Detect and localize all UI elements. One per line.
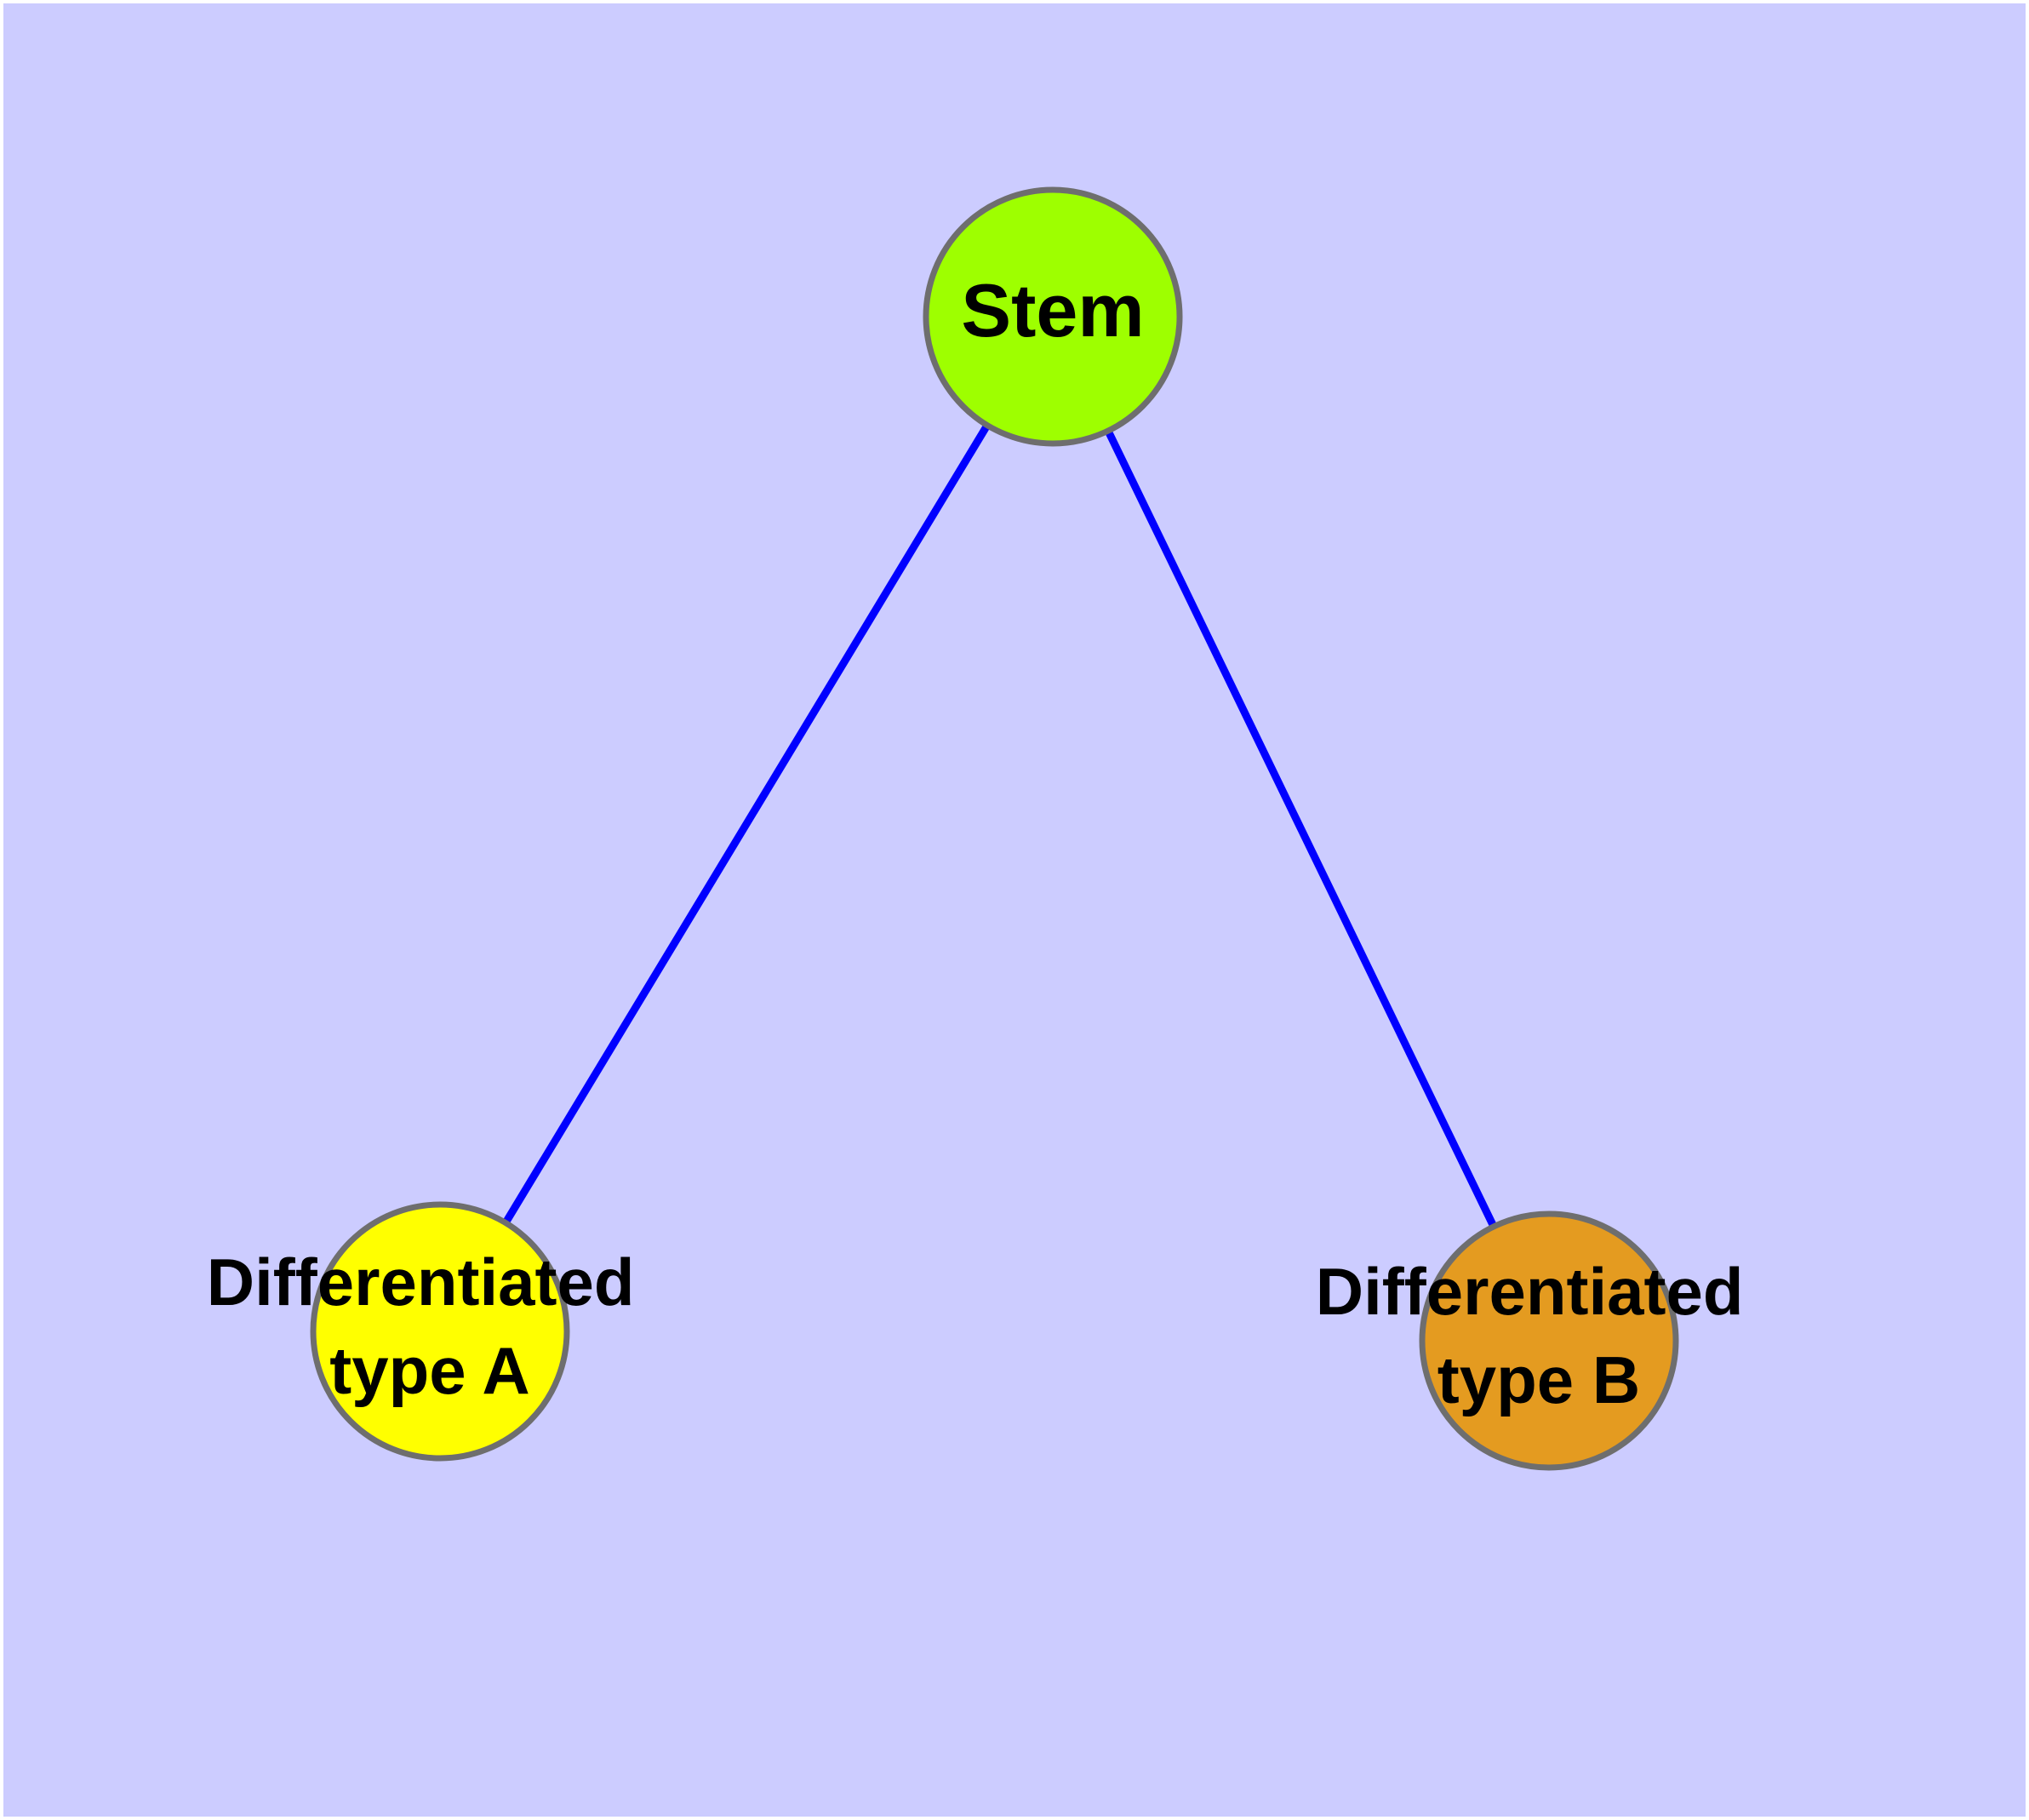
node-stem-circle[interactable] xyxy=(923,186,1183,447)
node-differentiated-type-a-circle[interactable] xyxy=(310,1201,570,1462)
node-differentiated-type-a-label-line-2: type A xyxy=(329,1332,530,1407)
node-differentiated-type-b-circle[interactable] xyxy=(1419,1210,1679,1471)
node-differentiated-type-b[interactable]: Differentiated type B xyxy=(1316,1210,1762,1471)
node-differentiated-type-b-label-line-1: Differentiated xyxy=(1316,1254,1744,1329)
node-stem[interactable]: Stem xyxy=(923,186,1183,447)
node-differentiated-type-a[interactable]: Differentiated type A xyxy=(207,1201,653,1462)
edge-stem-to-differentiated-type-a xyxy=(500,421,992,1228)
nodes-layer: Stem Differentiated type A Differentiate… xyxy=(207,186,1762,1471)
node-stem-label: Stem xyxy=(961,268,1144,352)
edges-layer xyxy=(500,421,1499,1231)
node-differentiated-type-b-label-line-2: type B xyxy=(1437,1342,1640,1417)
node-differentiated-type-a-label: Differentiated type A xyxy=(207,1245,653,1408)
node-stem-label-line-1: Stem xyxy=(961,268,1144,352)
edge-stem-to-differentiated-type-b xyxy=(1103,426,1499,1231)
node-differentiated-type-a-label-line-1: Differentiated xyxy=(207,1245,635,1319)
node-differentiated-type-b-label: Differentiated type B xyxy=(1316,1254,1762,1417)
